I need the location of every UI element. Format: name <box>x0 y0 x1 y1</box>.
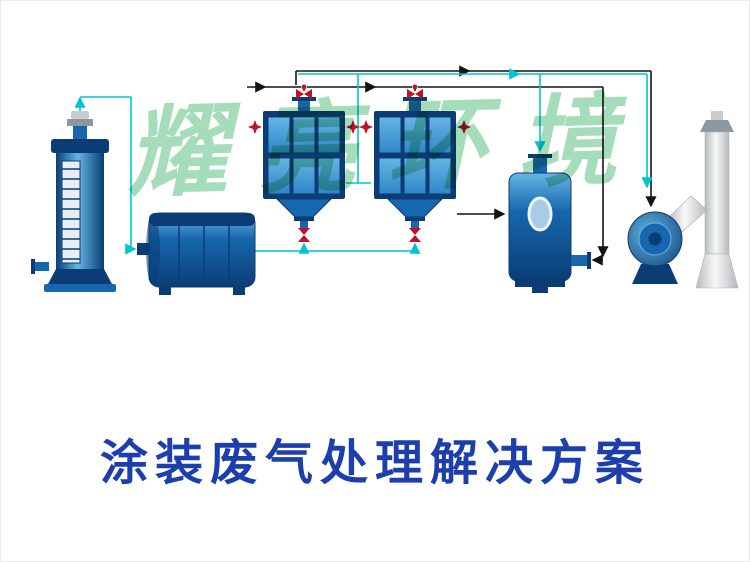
adsorption-box-2 <box>358 84 472 243</box>
exhaust-chimney <box>695 111 739 289</box>
spray-tower <box>31 111 116 292</box>
horizontal-adsorber-tank <box>137 212 256 295</box>
tank-sight-window <box>527 196 553 232</box>
centrifugal-fan <box>627 195 708 284</box>
adsorption-box-1 <box>247 84 361 243</box>
cyan-pipe-lines <box>74 68 653 255</box>
tower-ladder <box>61 160 81 264</box>
slide-title: 涂装废气处理解决方案 <box>99 437 650 490</box>
vertical-tank <box>508 154 591 293</box>
